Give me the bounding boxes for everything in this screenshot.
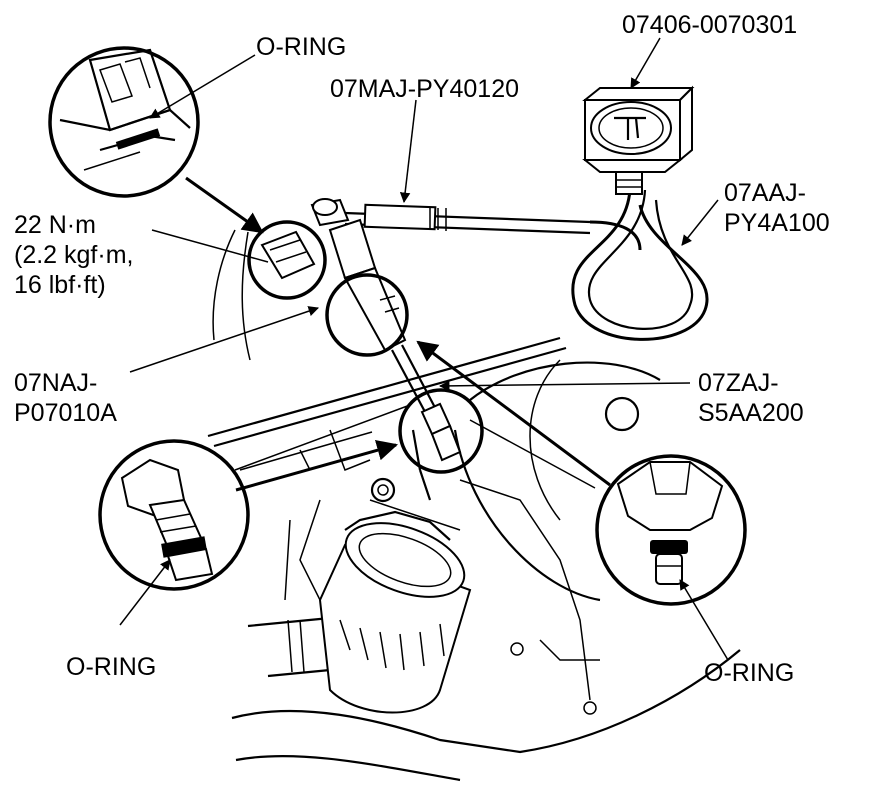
detail-circle-adapter-top [325,273,409,357]
label-torque-line1: 22 N·m [14,211,96,239]
pressure-gauge [582,85,695,195]
oil-filter [318,499,472,714]
label-adapter-right-line1: 07ZAJ- [698,369,779,397]
label-gauge-part-number: 07406-0070301 [622,11,798,39]
label-adapter-right-line2: S5AA200 [698,399,804,427]
label-adapter-left-line1: 07NAJ- [14,369,98,397]
detail-circle-upper-fitting [247,220,327,300]
label-hose-part-number: 07MAJ-PY40120 [330,75,520,103]
label-torque-line3: 16 lbf·ft) [14,271,106,299]
label-hose-loop-part-line2: PY4A100 [724,209,830,237]
detail-circle-bottom-left [98,439,250,591]
label-o-ring-bottom-left: O-RING [66,653,157,681]
label-adapter-left-line2: P07010A [14,399,117,427]
gauge-hose [344,189,709,341]
label-o-ring-top: O-RING [256,33,347,61]
label-hose-loop-part-line1: 07AAJ- [724,179,806,207]
label-torque-line2: (2.2 kgf·m, [14,241,134,269]
detail-circle-top-left [48,46,200,198]
label-o-ring-bottom-right: O-RING [704,659,795,687]
detail-circle-bottom-right [595,454,747,606]
leader-lines [119,37,729,661]
